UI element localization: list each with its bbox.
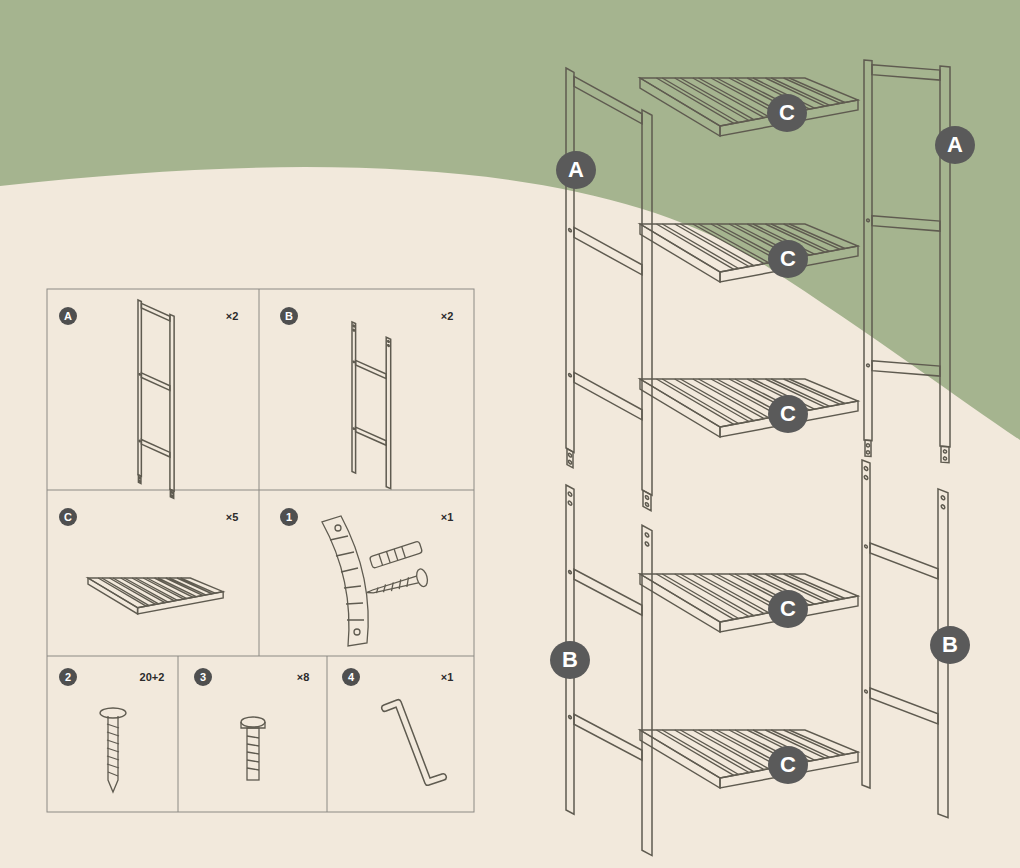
callout-letter: C (768, 240, 808, 278)
part-quantity: ×2 (226, 311, 239, 322)
part-quantity: ×2 (441, 311, 454, 322)
callout-letter: A (556, 151, 596, 189)
callout-letter: A (935, 126, 975, 164)
part-quantity: ×1 (441, 672, 454, 683)
part-number: 1 (280, 508, 298, 526)
part-number: 4 (342, 668, 360, 686)
part-quantity: ×1 (441, 512, 454, 523)
part-number: 2 (59, 668, 77, 686)
callout-letter: C (767, 94, 807, 132)
part-letter: C (59, 508, 77, 526)
part-quantity: ×5 (226, 512, 239, 523)
callout-letter: C (768, 395, 808, 433)
callout-letter: C (768, 746, 808, 784)
part-quantity: 20+2 (140, 672, 165, 683)
part-letter: A (59, 307, 77, 325)
callout-letter: C (768, 590, 808, 628)
callout-letter: B (550, 641, 590, 679)
part-letter: B (280, 307, 298, 325)
part-number: 3 (194, 668, 212, 686)
callout-letter: B (930, 626, 970, 664)
part-quantity: ×8 (297, 672, 310, 683)
